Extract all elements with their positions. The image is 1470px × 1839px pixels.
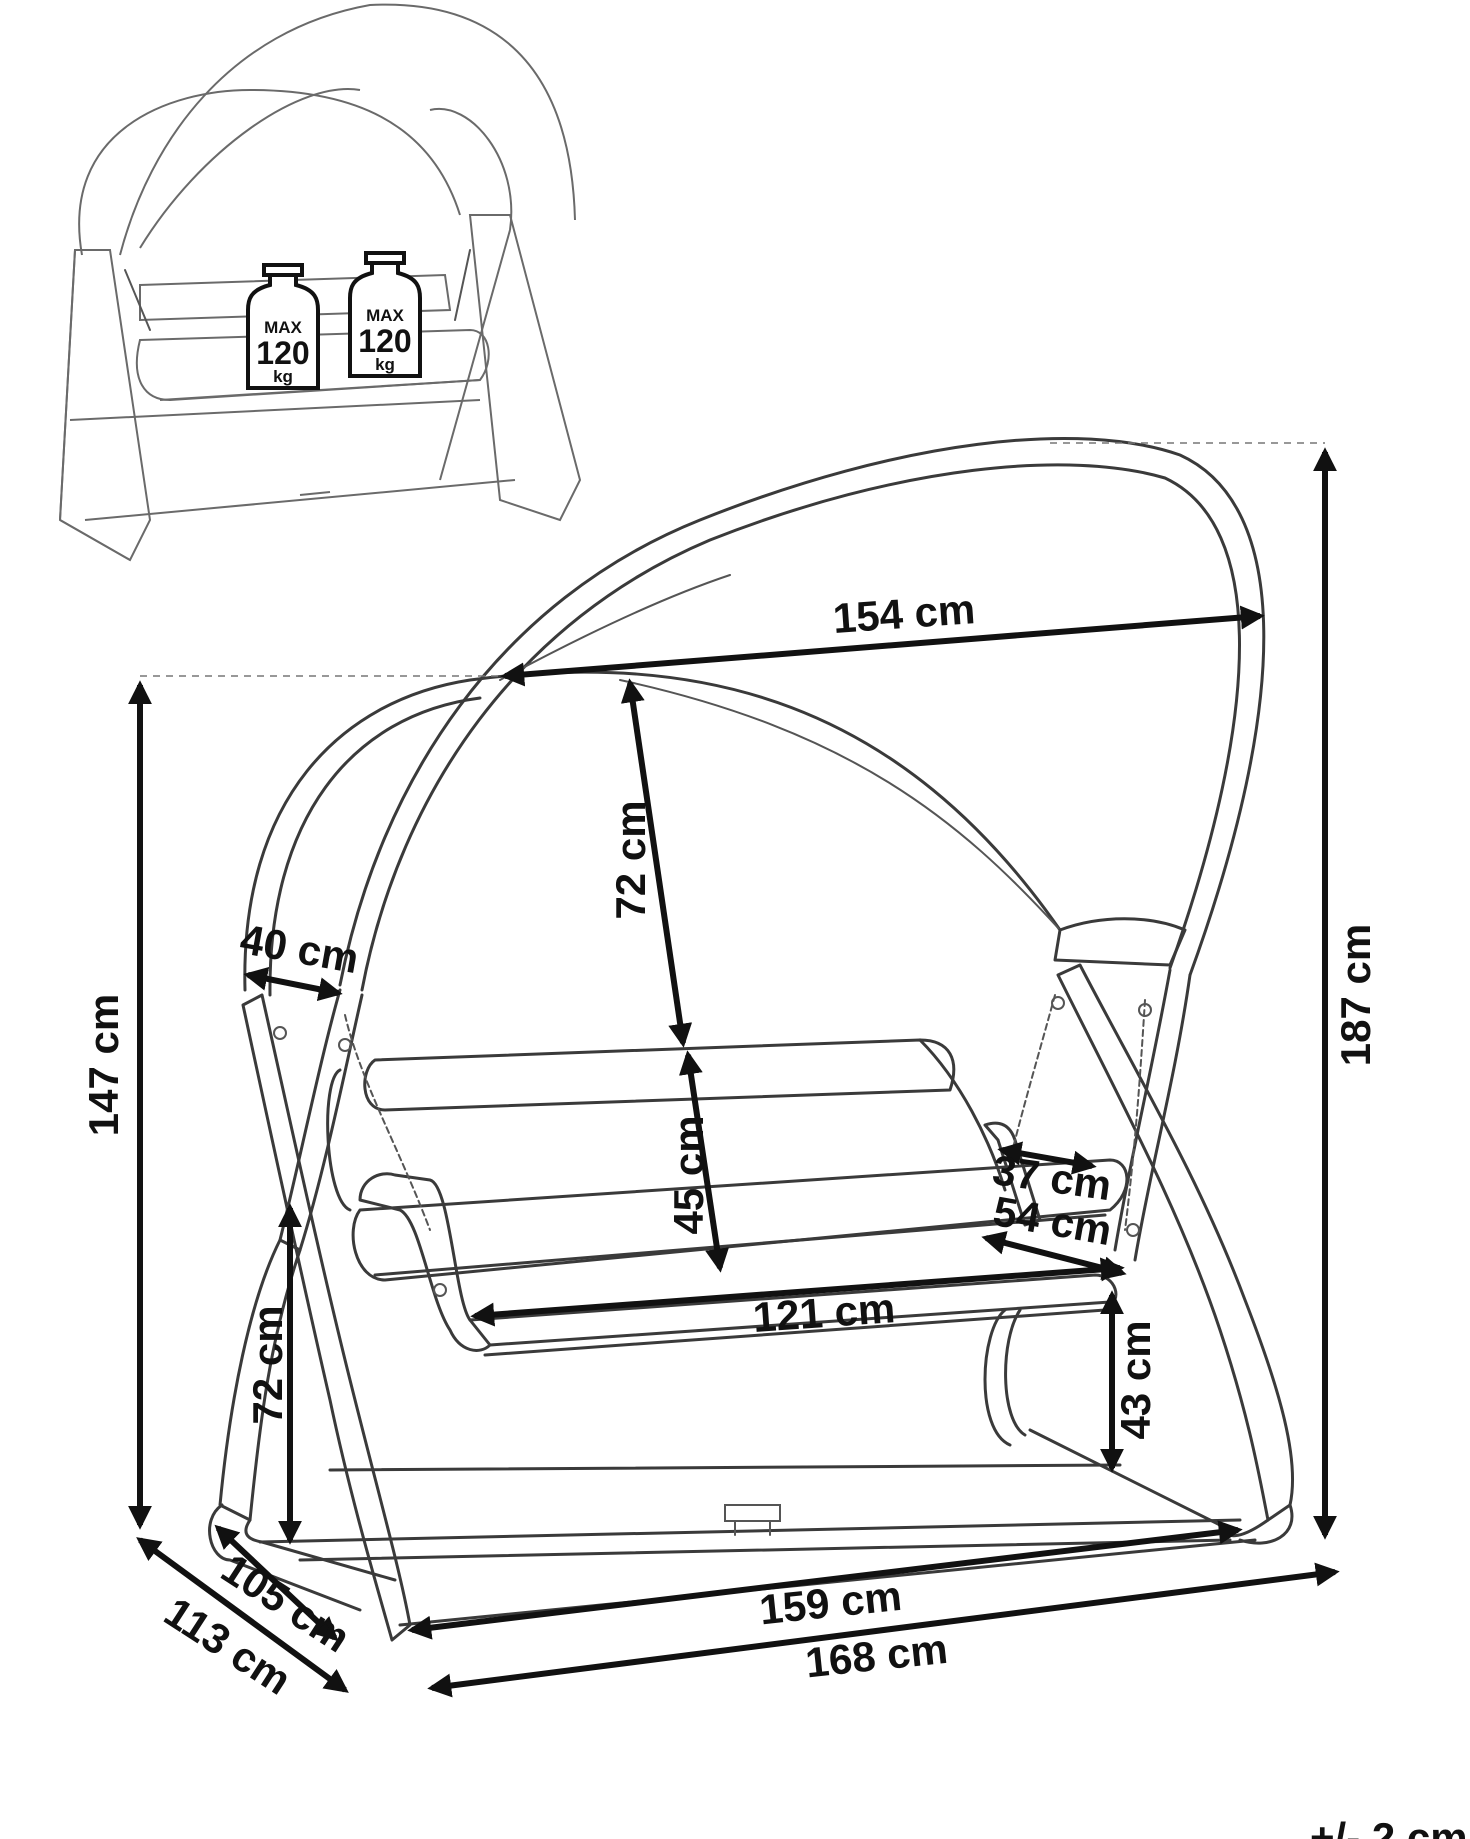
main-swing-drawing [208, 436, 1295, 1642]
base-width-outer-dimension [427, 1562, 1340, 1698]
leg-height-label: 72 cm [244, 1305, 291, 1424]
base-width-outer-label: 168 cm [803, 1625, 950, 1687]
depth-outer-dimension [136, 1537, 349, 1693]
canopy-width-dimension [500, 605, 1265, 687]
weight-max-label: MAX [366, 306, 404, 325]
weight-value: 120 [358, 323, 411, 359]
seat-width-label: 121 cm [751, 1284, 896, 1341]
weight-icon: MAX 120 kg [246, 263, 320, 390]
canopy-depth-label: 40 cm [237, 915, 362, 982]
seat-height-label: 43 cm [1112, 1320, 1159, 1439]
backrest-height-label: 45 cm [665, 1115, 712, 1234]
weight-unit: kg [273, 367, 293, 386]
weight-max-label: MAX [264, 318, 302, 337]
seat-width-dimension [470, 1257, 1125, 1327]
weight-value: 120 [256, 335, 309, 371]
total-height-label: 187 cm [1332, 924, 1379, 1066]
canopy-to-seat-label: 72 cm [607, 800, 654, 919]
canopy-to-seat-dimension [620, 678, 693, 1048]
thumbnail-swing-drawing [58, 3, 582, 562]
weight-unit: kg [375, 355, 395, 374]
backrest-height-dimension [678, 1050, 730, 1273]
tolerance-note: +/- 2 cm [1310, 1814, 1468, 1839]
canopy-depth-dimension [243, 966, 343, 1002]
base-width-inner-label: 159 cm [757, 1572, 904, 1634]
canopy-width-label: 154 cm [831, 585, 976, 642]
weight-icon: MAX 120 kg [348, 251, 422, 378]
armrest-height-dimension [997, 1141, 1097, 1175]
front-height-label: 147 cm [80, 994, 127, 1136]
